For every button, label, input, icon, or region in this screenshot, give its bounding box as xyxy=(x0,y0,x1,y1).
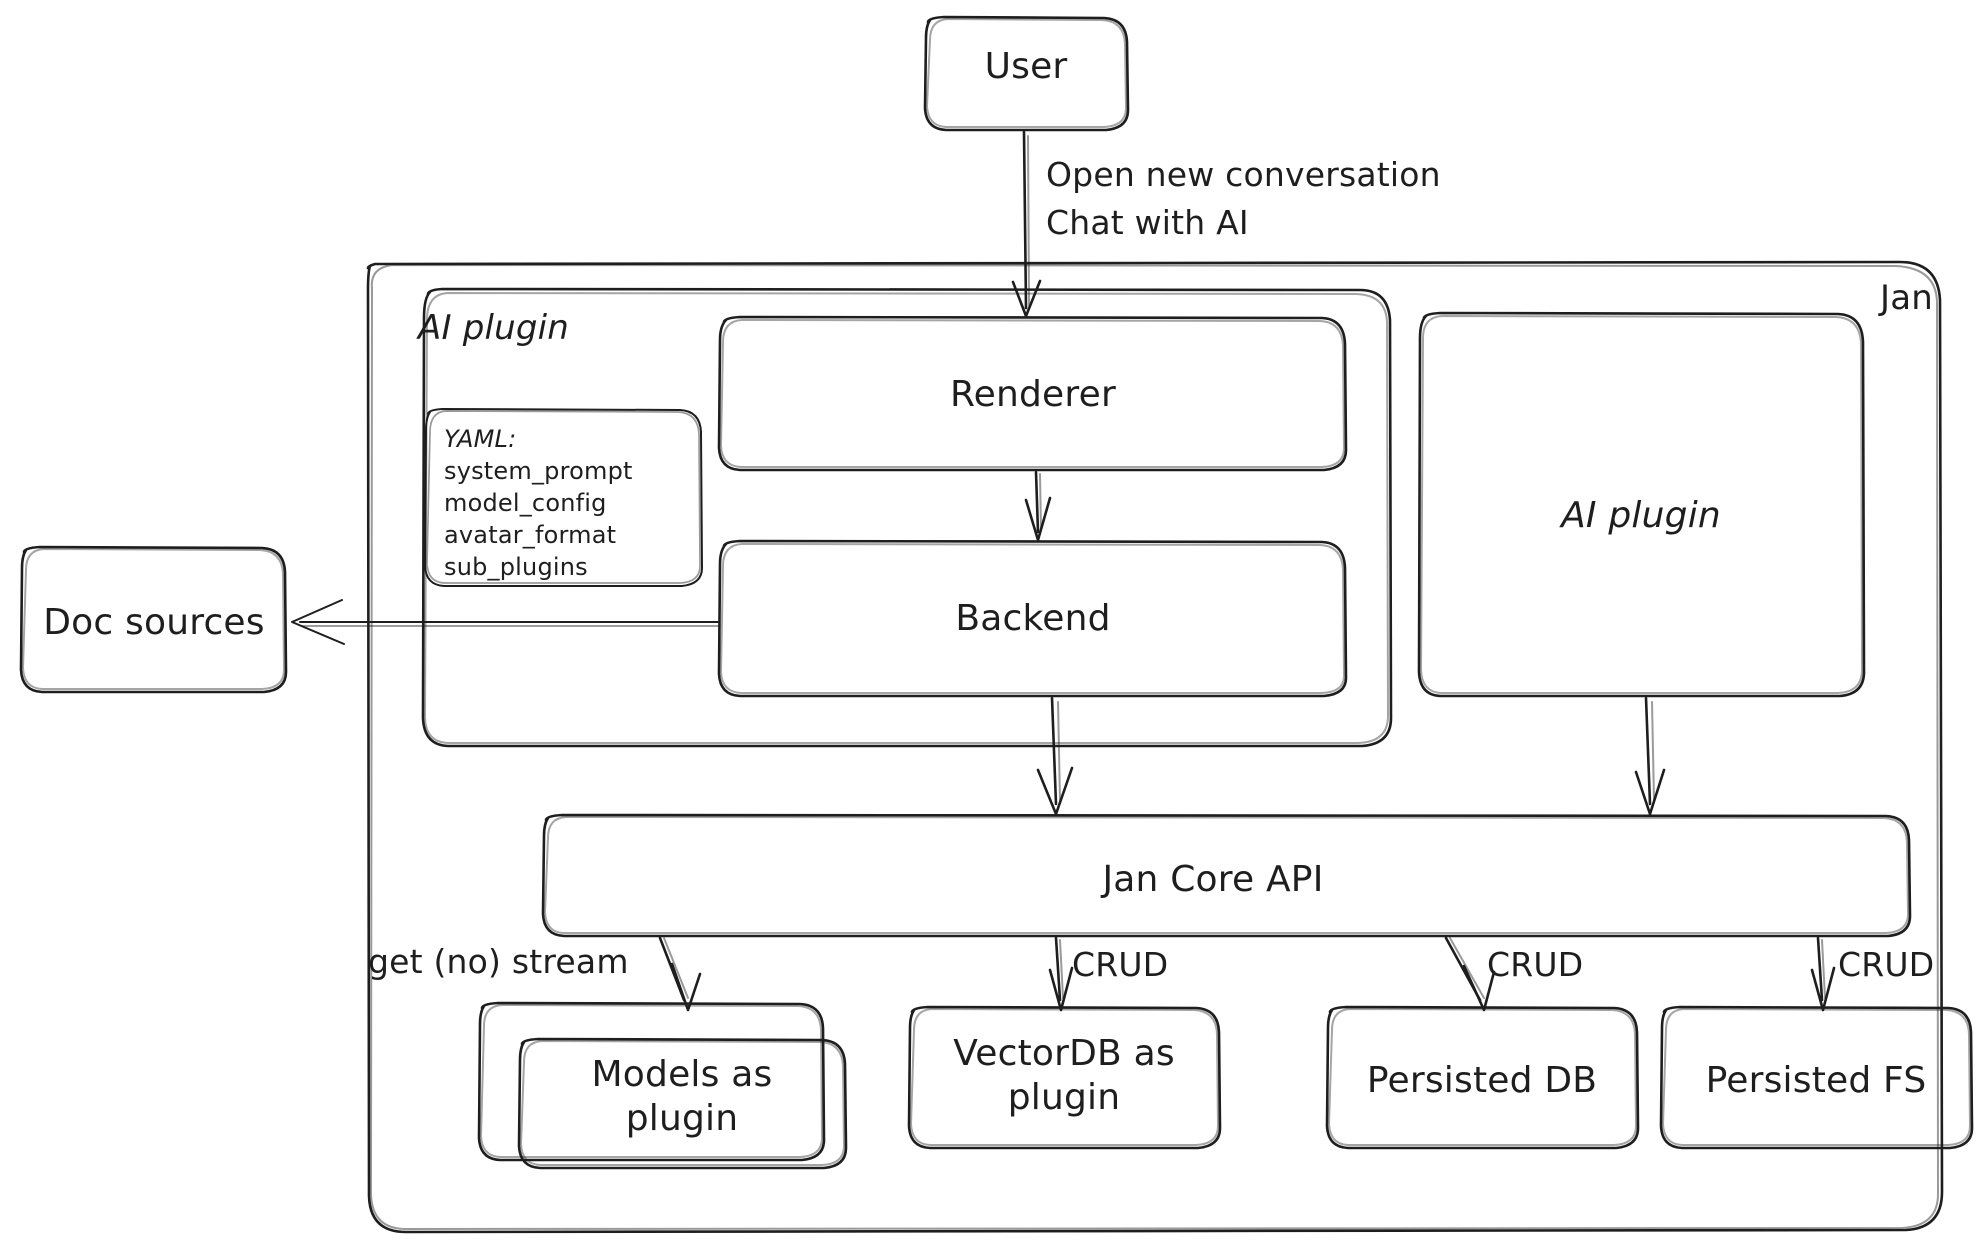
ai-plugin-group-shape xyxy=(421,287,1393,748)
arrow-core-to-models xyxy=(658,936,702,1012)
models-as-plugin-outer-shape xyxy=(477,1001,826,1162)
edge-label-core-to-models: get (no) stream xyxy=(368,942,629,981)
doc-sources-label: Doc sources xyxy=(43,602,265,643)
renderer-label: Renderer xyxy=(950,374,1116,415)
jan-core-api-label: Jan Core API xyxy=(1102,859,1324,900)
yaml-note-key-sub-plugins: sub_plugins xyxy=(444,553,588,581)
arrow-aiplugin-to-core xyxy=(1634,696,1666,816)
arrow-core-to-vectordb xyxy=(1048,936,1074,1012)
arrow-backend-to-doc-sources xyxy=(291,599,721,645)
renderer-shape xyxy=(717,315,1348,472)
edge-label-core-to-persisted-db: CRUD xyxy=(1487,945,1584,984)
jan-container-shape xyxy=(366,260,1944,1234)
edge-label-user-to-renderer-line1: Open new conversation xyxy=(1046,155,1441,194)
edge-label-core-to-persisted-fs: CRUD xyxy=(1838,945,1935,984)
edge-label-core-to-vectordb: CRUD xyxy=(1072,945,1169,984)
ai-plugin-box-label: AI plugin xyxy=(1561,495,1721,536)
ai-plugin-box-shape xyxy=(1417,311,1866,698)
persisted-db-label: Persisted DB xyxy=(1366,1060,1598,1101)
arrow-core-to-persisted-db xyxy=(1444,936,1496,1012)
user-shape xyxy=(923,15,1130,132)
doc-sources-shape xyxy=(19,545,288,694)
yaml-note-header: YAML: xyxy=(444,425,517,453)
arrow-renderer-to-backend xyxy=(1024,470,1052,542)
vectordb-as-plugin-label: VectorDB as plugin xyxy=(953,1033,1175,1118)
jan-core-api-shape xyxy=(541,813,1912,938)
arrow-user-to-renderer xyxy=(1011,130,1042,318)
edge-label-user-to-renderer-line2: Chat with AI xyxy=(1046,203,1249,242)
backend-shape xyxy=(717,539,1348,698)
persisted-fs-label: Persisted FS xyxy=(1705,1060,1927,1101)
ai-plugin-group-label: AI plugin xyxy=(418,308,570,348)
jan-container-label: Jan xyxy=(1880,278,1934,318)
yaml-note-key-avatar-format: avatar_format xyxy=(444,521,617,549)
arrow-backend-to-core xyxy=(1036,696,1074,816)
vectordb-as-plugin-shape xyxy=(907,1005,1222,1150)
persisted-fs-shape xyxy=(1659,1005,1974,1150)
backend-label: Backend xyxy=(955,598,1111,639)
user-label: User xyxy=(984,46,1068,87)
models-as-plugin-label: Models as plugin xyxy=(591,1054,773,1139)
yaml-note-shape xyxy=(424,408,703,587)
yaml-note-key-model-config: model_config xyxy=(444,489,607,517)
persisted-db-shape xyxy=(1325,1005,1640,1150)
arrow-core-to-persisted-fs xyxy=(1810,936,1836,1012)
yaml-note-key-system-prompt: system_prompt xyxy=(444,457,633,485)
models-as-plugin-inner-shape xyxy=(517,1037,848,1170)
